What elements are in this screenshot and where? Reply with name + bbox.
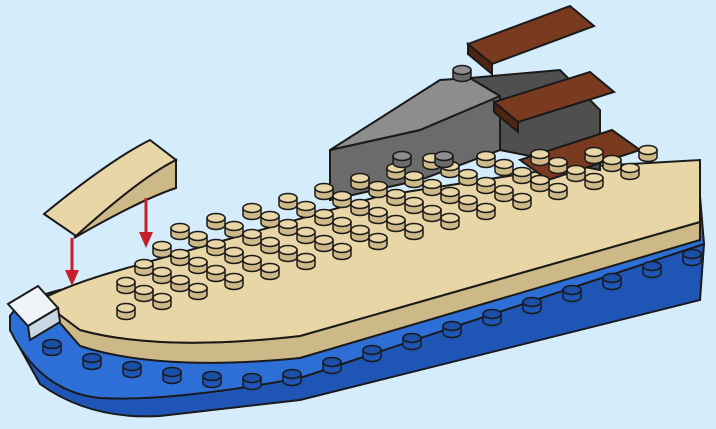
tan-stud	[477, 152, 495, 168]
tan-stud	[405, 224, 423, 240]
tan-stud	[621, 164, 639, 180]
tan-stud	[351, 200, 369, 216]
tan-stud	[207, 214, 225, 230]
tan-stud	[315, 184, 333, 200]
tan-stud	[423, 180, 441, 196]
tan-stud	[333, 192, 351, 208]
blue-stud	[563, 286, 581, 302]
blue-stud	[323, 358, 341, 374]
tan-stud	[207, 266, 225, 282]
blue-stud	[163, 368, 181, 384]
tan-stud	[369, 182, 387, 198]
tan-stud	[315, 236, 333, 252]
tan-stud	[315, 210, 333, 226]
blue-stud	[203, 372, 221, 388]
tan-stud	[477, 204, 495, 220]
tan-stud	[243, 230, 261, 246]
tan-stud	[261, 264, 279, 280]
tan-stud	[261, 212, 279, 228]
tan-stud	[225, 274, 243, 290]
tan-stud	[459, 196, 477, 212]
tan-stud	[117, 278, 135, 294]
tan-stud	[189, 258, 207, 274]
tan-stud	[495, 160, 513, 176]
tan-stud	[531, 176, 549, 192]
tan-stud	[261, 238, 279, 254]
tan-stud	[117, 304, 135, 320]
tan-stud	[171, 276, 189, 292]
tan-stud	[441, 214, 459, 230]
blue-stud	[243, 374, 261, 390]
tan-stud	[297, 228, 315, 244]
tan-stud	[369, 208, 387, 224]
tan-stud	[603, 156, 621, 172]
tan-stud	[243, 204, 261, 220]
tan-stud	[495, 186, 513, 202]
tan-stud	[387, 190, 405, 206]
gray-stud	[435, 152, 453, 168]
placement-arrow-left	[65, 238, 79, 286]
blue-stud	[43, 340, 61, 356]
tan-stud	[513, 194, 531, 210]
tan-stud	[225, 222, 243, 238]
tan-stud	[477, 178, 495, 194]
blue-stud	[483, 310, 501, 326]
tan-stud	[423, 206, 441, 222]
tan-stud	[585, 148, 603, 164]
placement-arrow-right	[139, 198, 153, 248]
tan-stud	[459, 170, 477, 186]
tan-stud	[243, 256, 261, 272]
blue-stud	[403, 334, 421, 350]
blue-stud	[283, 370, 301, 386]
tan-stud	[207, 240, 225, 256]
tan-stud	[189, 284, 207, 300]
blue-stud	[603, 274, 621, 290]
gray-stud	[393, 152, 411, 168]
tan-stud	[549, 184, 567, 200]
tan-stud	[153, 294, 171, 310]
tan-stud	[153, 268, 171, 284]
blue-stud	[683, 250, 701, 266]
tan-stud	[135, 286, 153, 302]
tan-stud	[531, 150, 549, 166]
tan-stud	[405, 172, 423, 188]
blue-stud	[363, 346, 381, 362]
blue-stud	[123, 362, 141, 378]
tan-stud	[513, 168, 531, 184]
tan-stud	[135, 260, 153, 276]
tan-stud	[333, 244, 351, 260]
tan-stud	[171, 224, 189, 240]
tan-stud	[279, 194, 297, 210]
tan-stud	[639, 146, 657, 162]
tan-stud	[279, 246, 297, 262]
tan-stud	[351, 174, 369, 190]
tan-stud	[351, 226, 369, 242]
tan-stud	[333, 218, 351, 234]
tan-stud	[171, 250, 189, 266]
tan-stud	[387, 216, 405, 232]
tan-curved-windshield	[44, 140, 176, 238]
blue-stud	[523, 298, 541, 314]
tan-stud	[585, 174, 603, 190]
brown-step-top-1	[468, 6, 594, 64]
blue-stud	[443, 322, 461, 338]
tan-stud	[297, 254, 315, 270]
blue-stud	[83, 354, 101, 370]
tan-stud	[279, 220, 297, 236]
gray-stud	[453, 66, 471, 82]
tan-stud	[567, 166, 585, 182]
tan-stud	[297, 202, 315, 218]
tan-stud	[405, 198, 423, 214]
tan-stud	[153, 242, 171, 258]
tan-stud	[369, 234, 387, 250]
tan-stud	[189, 232, 207, 248]
tan-stud	[441, 188, 459, 204]
tan-stud	[225, 248, 243, 264]
tan-stud	[549, 158, 567, 174]
blue-stud	[643, 262, 661, 278]
